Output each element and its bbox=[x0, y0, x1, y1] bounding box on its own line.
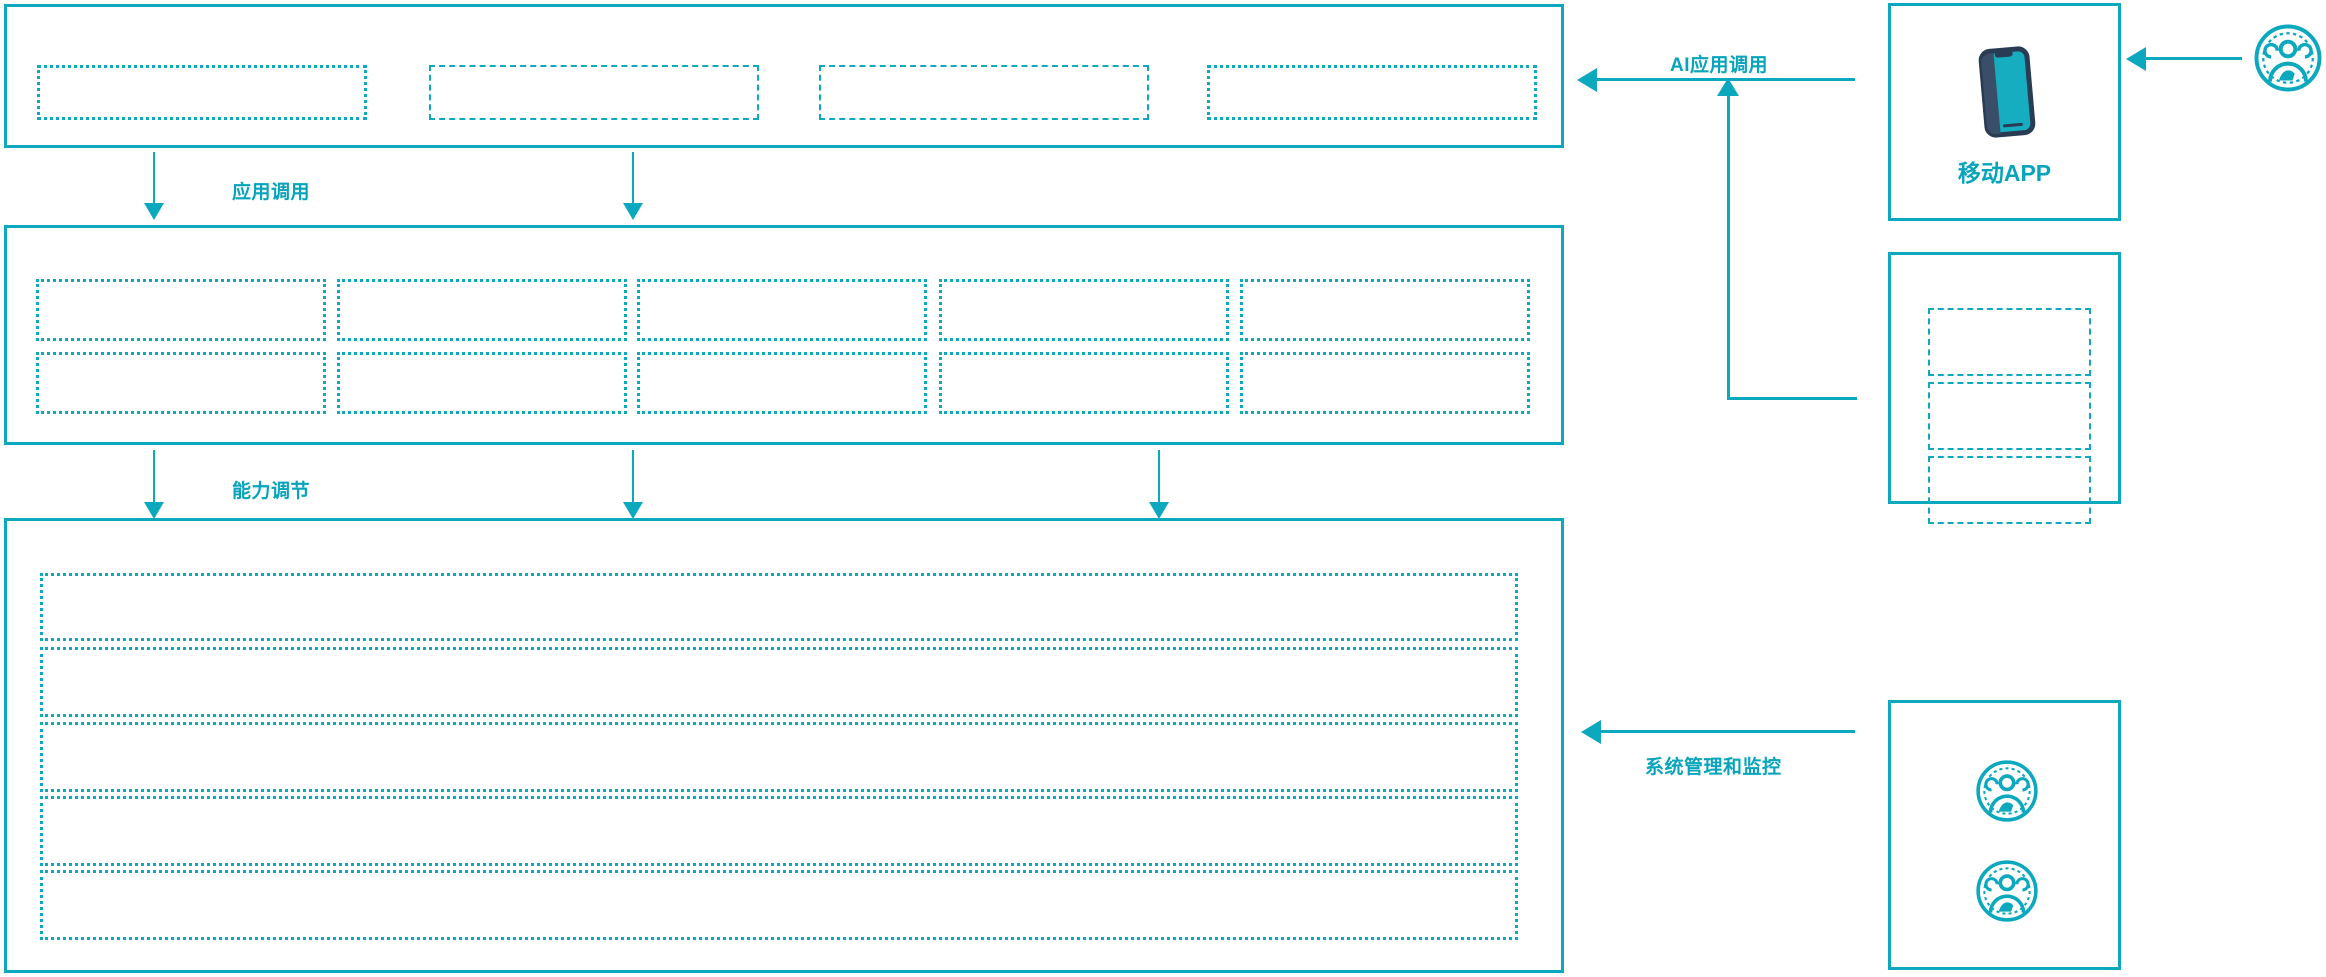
capability-arrow-head bbox=[144, 502, 164, 519]
user-group-icon bbox=[1974, 858, 2040, 924]
application-box[interactable] bbox=[429, 65, 759, 120]
capability-arrow-head bbox=[623, 502, 643, 519]
channel-card[interactable] bbox=[1888, 252, 2121, 524]
app-call-arrow-shaft bbox=[153, 152, 155, 207]
capability-box[interactable] bbox=[337, 279, 627, 341]
channel-to-ai-arrow-head bbox=[1717, 78, 1739, 96]
app-call-arrow-head bbox=[144, 203, 164, 220]
application-box[interactable] bbox=[1207, 65, 1537, 120]
infrastructure-bar[interactable] bbox=[40, 870, 1518, 940]
infrastructure-bar[interactable] bbox=[40, 722, 1518, 792]
channel-box[interactable] bbox=[1928, 456, 2091, 524]
operations-card[interactable] bbox=[1888, 700, 2121, 970]
capability-box[interactable] bbox=[1240, 352, 1530, 414]
channel-box[interactable] bbox=[1928, 382, 2091, 450]
capability-arrow-shaft bbox=[153, 450, 155, 506]
user-to-app-arrow-shaft bbox=[2142, 57, 2242, 60]
system-admin-label: 系统管理和监控 bbox=[1645, 757, 1782, 778]
app-call-label: 应用调用 bbox=[232, 182, 311, 203]
capability-box[interactable] bbox=[36, 279, 326, 341]
capability-layer-panel bbox=[4, 225, 1564, 445]
system-admin-arrow-head bbox=[1581, 720, 1601, 744]
capability-arrow-shaft bbox=[1158, 450, 1160, 506]
user-group-icon bbox=[2252, 22, 2324, 94]
mobile-app-card[interactable]: 移动APP bbox=[1888, 3, 2121, 221]
infrastructure-layer-panel bbox=[4, 518, 1564, 973]
capability-box[interactable] bbox=[337, 352, 627, 414]
capability-label: 能力调节 bbox=[232, 481, 311, 502]
capability-box[interactable] bbox=[1240, 279, 1530, 341]
user-to-app-arrow-head bbox=[2126, 47, 2146, 71]
ai-app-call-arrow-head bbox=[1577, 68, 1597, 92]
infrastructure-bar[interactable] bbox=[40, 647, 1518, 717]
capability-box[interactable] bbox=[637, 352, 927, 414]
infrastructure-bar[interactable] bbox=[40, 796, 1518, 866]
application-layer-panel bbox=[4, 4, 1564, 148]
capability-box[interactable] bbox=[939, 352, 1229, 414]
smartphone-icon bbox=[1964, 44, 2050, 140]
app-call-arrow-shaft bbox=[632, 152, 634, 207]
infrastructure-bar[interactable] bbox=[40, 573, 1518, 641]
capability-arrow-shaft bbox=[632, 450, 634, 506]
mobile-app-caption: 移动APP bbox=[1957, 160, 2052, 186]
application-box[interactable] bbox=[819, 65, 1149, 120]
channel-to-ai-connector bbox=[1727, 80, 1857, 400]
channel-box[interactable] bbox=[1928, 308, 2091, 376]
application-box[interactable] bbox=[37, 65, 367, 120]
capability-box[interactable] bbox=[637, 279, 927, 341]
ai-app-call-label: AI应用调用 bbox=[1670, 55, 1769, 76]
system-admin-arrow-shaft bbox=[1600, 730, 1855, 733]
capability-box[interactable] bbox=[36, 352, 326, 414]
app-call-arrow-head bbox=[623, 203, 643, 220]
capability-box[interactable] bbox=[939, 279, 1229, 341]
user-group-icon bbox=[1974, 758, 2040, 824]
capability-arrow-head bbox=[1149, 502, 1169, 519]
